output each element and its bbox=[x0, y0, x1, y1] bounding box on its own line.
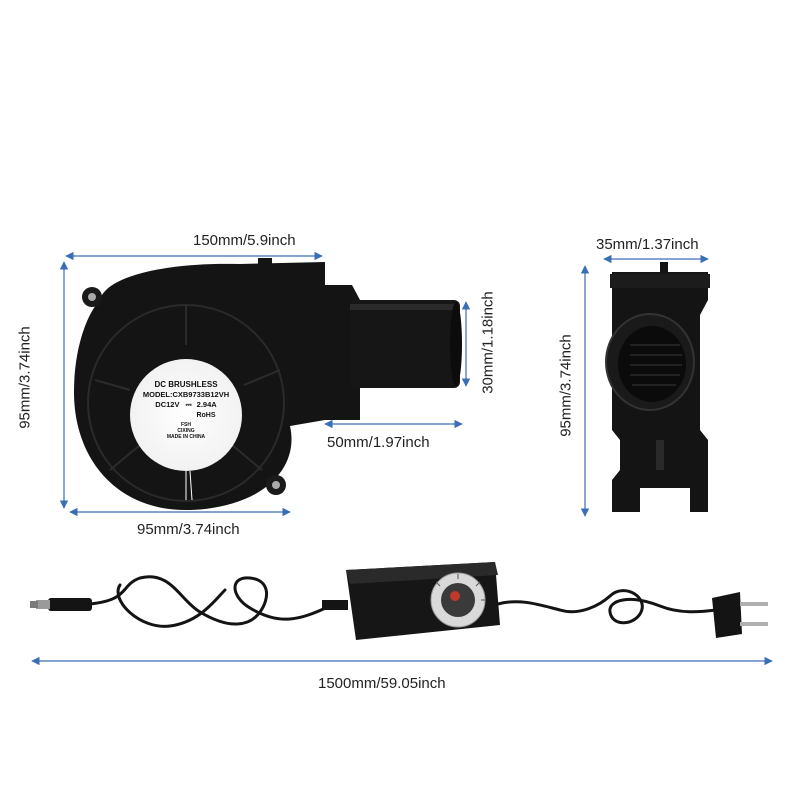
outlet-neck bbox=[318, 285, 360, 420]
blower-front-view bbox=[74, 258, 462, 511]
label-line-3b: 2.94A bbox=[196, 400, 217, 409]
power-cable bbox=[88, 575, 718, 628]
dc-plug bbox=[30, 598, 92, 611]
label-line-3: DC12V bbox=[155, 400, 180, 409]
label-line-2: MODEL:CXB9733B12VH bbox=[142, 390, 230, 399]
label-line-6: CIXING bbox=[177, 428, 195, 434]
blower-side-view bbox=[605, 262, 710, 512]
dim-outlet-diameter: 30mm/1.18inch bbox=[479, 291, 497, 394]
label-line-1: DC BRUSHLESS bbox=[154, 380, 218, 389]
dim-outlet-length: 50mm/1.97inch bbox=[327, 434, 430, 451]
ac-wall-plug bbox=[712, 592, 768, 638]
fan-label-text: DC BRUSHLESS MODEL:CXB9733B12VH DC12V ⎓ … bbox=[130, 380, 242, 441]
dim-side-height: 95mm/3.74inch bbox=[557, 334, 575, 437]
dim-body-width: 95mm/3.74inch bbox=[137, 521, 240, 538]
label-line-5: FSH bbox=[181, 422, 191, 428]
dim-side-depth: 35mm/1.37inch bbox=[596, 236, 699, 253]
label-line-4: RoHS bbox=[196, 412, 216, 419]
fan-label-sticker bbox=[130, 359, 242, 471]
dimension-arrows bbox=[31, 251, 773, 666]
dim-cable-length: 1500mm/59.05inch bbox=[318, 675, 446, 692]
outlet-pipe bbox=[350, 300, 460, 388]
speed-controller-adapter bbox=[322, 562, 500, 640]
label-line-7: MADE IN CHINA bbox=[166, 434, 206, 440]
dim-blower-width: 150mm/5.9inch bbox=[193, 232, 296, 249]
dim-blower-height: 95mm/3.74inch bbox=[16, 326, 34, 429]
